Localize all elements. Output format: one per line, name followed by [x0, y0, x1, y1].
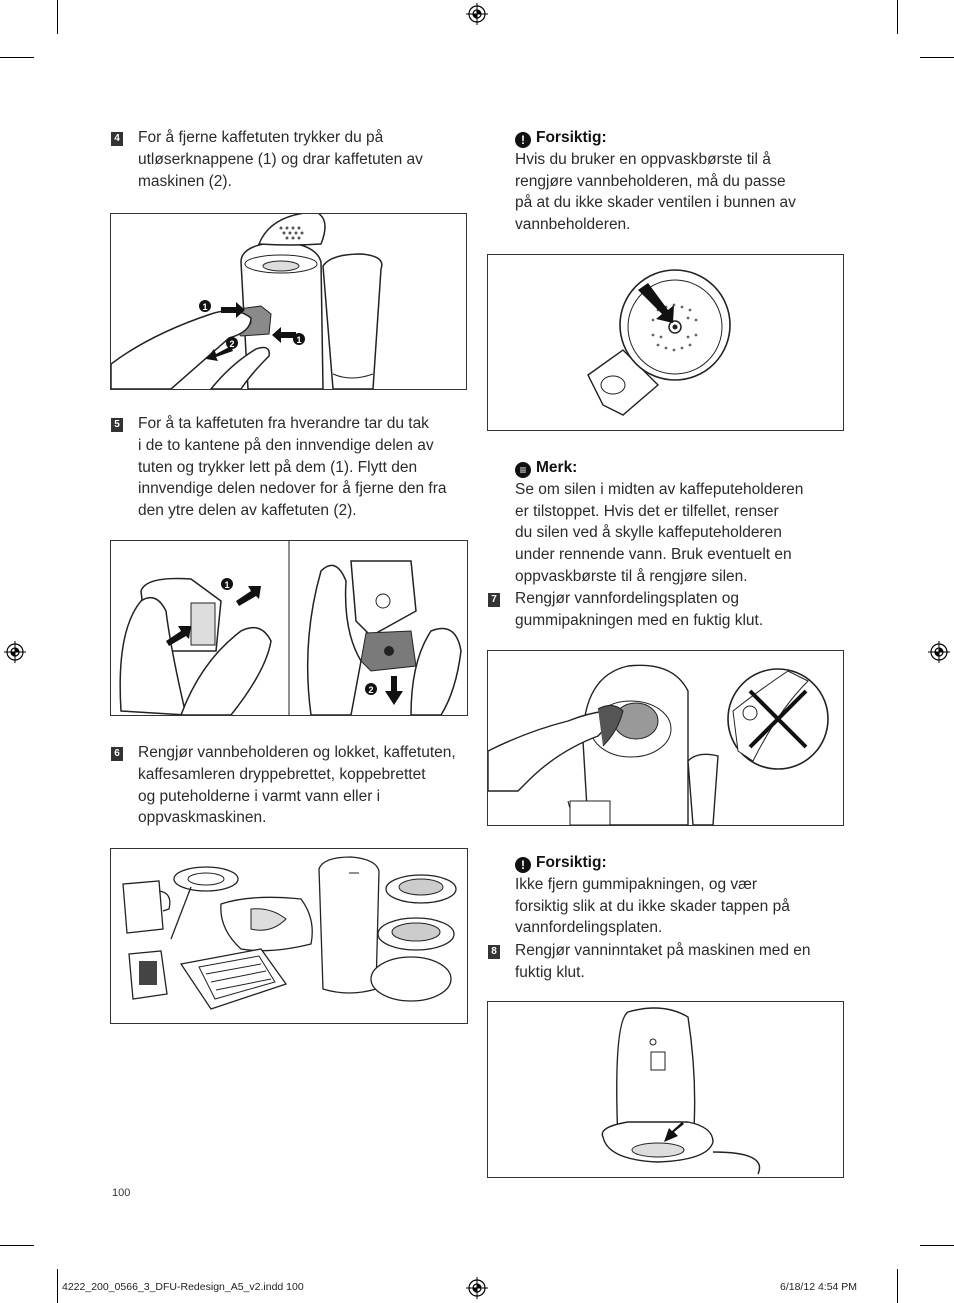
- figure-tank-valve: [487, 254, 844, 431]
- text-line: er tilstoppet. Hvis det er tilfellet, re…: [515, 502, 779, 520]
- note-icon: ≡: [515, 462, 531, 478]
- text-line: oppvaskbørste til å rengjøre silen.: [515, 567, 748, 585]
- caution-title: Forsiktig:: [536, 129, 607, 146]
- text-line: den ytre delen av kaffetuten (2).: [138, 502, 357, 520]
- crop-mark: [0, 57, 34, 58]
- text-line: utløserknappene (1) og drar kaffetuten a…: [138, 150, 423, 168]
- note-block: ≡ Merk: Se om silen i midten av kaffepute…: [515, 457, 845, 588]
- note-heading: ≡ Merk:: [515, 457, 845, 479]
- text-line: For å fjerne kaffetuten trykker du på: [138, 129, 384, 146]
- caution-heading: ! Forsiktig:: [515, 127, 845, 149]
- crop-mark: [0, 1245, 34, 1246]
- warning-icon: !: [515, 857, 531, 873]
- crop-mark: [57, 1269, 58, 1303]
- crop-mark: [897, 0, 898, 34]
- text-line: Rengjør vanninntaket på maskinen med en: [515, 942, 811, 959]
- footer-file-info: 4222_200_0566_3_DFU-Redesign_A5_v2.indd …: [62, 1281, 304, 1293]
- step-4-text: For å fjerne kaffetuten trykker du på ut…: [138, 127, 468, 192]
- text-line: vannbeholderen.: [515, 216, 631, 234]
- callout-2: 2: [368, 685, 373, 695]
- text-line: under rennende vann. Bruk eventuelt en: [515, 546, 792, 564]
- caution-title: Forsiktig:: [536, 854, 607, 871]
- callout-1: 1: [296, 335, 301, 345]
- text-line: kaffesamleren dryppebrettet, koppebrette…: [138, 765, 426, 783]
- text-line: på at du ikke skader ventilen i bunnen a…: [515, 194, 796, 212]
- text-line: fuktig klut.: [515, 963, 585, 981]
- text-line: vannfordelingsplaten.: [515, 919, 663, 937]
- text-line: tuten og trykker lett på dem (1). Flytt …: [138, 458, 418, 476]
- text-line: Se om silen i midten av kaffeputeholdere…: [515, 480, 804, 498]
- figure-remove-spout: 1 1 2: [110, 213, 467, 390]
- step-5-text: For å ta kaffetuten fra hverandre tar du…: [138, 413, 468, 522]
- crop-mark: [897, 1269, 898, 1303]
- text-line: Hvis du bruker en oppvaskbørste til å: [515, 150, 771, 168]
- callout-1: 1: [202, 302, 207, 312]
- text-line: rengjøre vannbeholderen, må du passe: [515, 172, 786, 190]
- registration-mark-icon: [4, 641, 26, 663]
- callout-2: 2: [229, 339, 234, 349]
- callout-1: 1: [224, 580, 229, 590]
- text-line: Rengjør vannbeholderen og lokket, kaffet…: [138, 744, 456, 761]
- step-number: 5: [111, 418, 123, 432]
- text-line: innvendige delen nedover for å fjerne de…: [138, 480, 447, 498]
- text-line: i de to kantene på den innvendige delen …: [138, 436, 434, 454]
- step-number: 6: [111, 747, 123, 761]
- crop-mark: [920, 1245, 954, 1246]
- caution-heading: ! Forsiktig:: [515, 852, 845, 874]
- figure-clean-water-plate: [487, 650, 844, 826]
- step-6-text: Rengjør vannbeholderen og lokket, kaffet…: [138, 742, 468, 829]
- text-line: du silen ved å skylle kaffeputeholderen: [515, 524, 782, 542]
- figure-disassemble-spout: 1 2: [110, 540, 468, 716]
- warning-icon: !: [515, 132, 531, 148]
- text-line: gummipakningen med en fuktig klut.: [515, 611, 764, 629]
- text-line: For å ta kaffetuten fra hverandre tar du…: [138, 415, 429, 432]
- text-line: oppvaskmaskinen.: [138, 809, 267, 827]
- text-line: forsiktig slik at du ikke skader tappen …: [515, 897, 790, 915]
- step-number: 4: [111, 132, 123, 146]
- text-line: Rengjør vannfordelingsplaten og: [515, 590, 740, 607]
- figure-parts-overview: [110, 848, 468, 1024]
- text-line: maskinen (2).: [138, 172, 232, 190]
- registration-mark-icon: [466, 1277, 488, 1299]
- text-line: og puteholderne i varmt vann eller i: [138, 787, 381, 805]
- note-title: Merk:: [536, 459, 578, 476]
- text-line: Ikke fjern gummipakningen, og vær: [515, 875, 758, 893]
- page-number: 100: [112, 1187, 131, 1199]
- step-number: 7: [488, 593, 500, 607]
- registration-mark-icon: [928, 641, 950, 663]
- registration-mark-icon: [466, 3, 488, 25]
- crop-mark: [920, 57, 954, 58]
- caution-block: ! Forsiktig: Ikke fjern gummipakningen, o…: [515, 852, 845, 939]
- step-8-text: Rengjør vanninntaket på maskinen med en …: [515, 940, 845, 984]
- crop-mark: [57, 0, 58, 34]
- figure-clean-water-inlet: [487, 1001, 844, 1178]
- step-7-text: Rengjør vannfordelingsplaten og gummipak…: [515, 588, 845, 632]
- footer-date: 6/18/12 4:54 PM: [780, 1281, 858, 1293]
- caution-block: ! Forsiktig: Hvis du bruker en oppvaskbør…: [515, 127, 845, 236]
- step-number: 8: [488, 945, 500, 959]
